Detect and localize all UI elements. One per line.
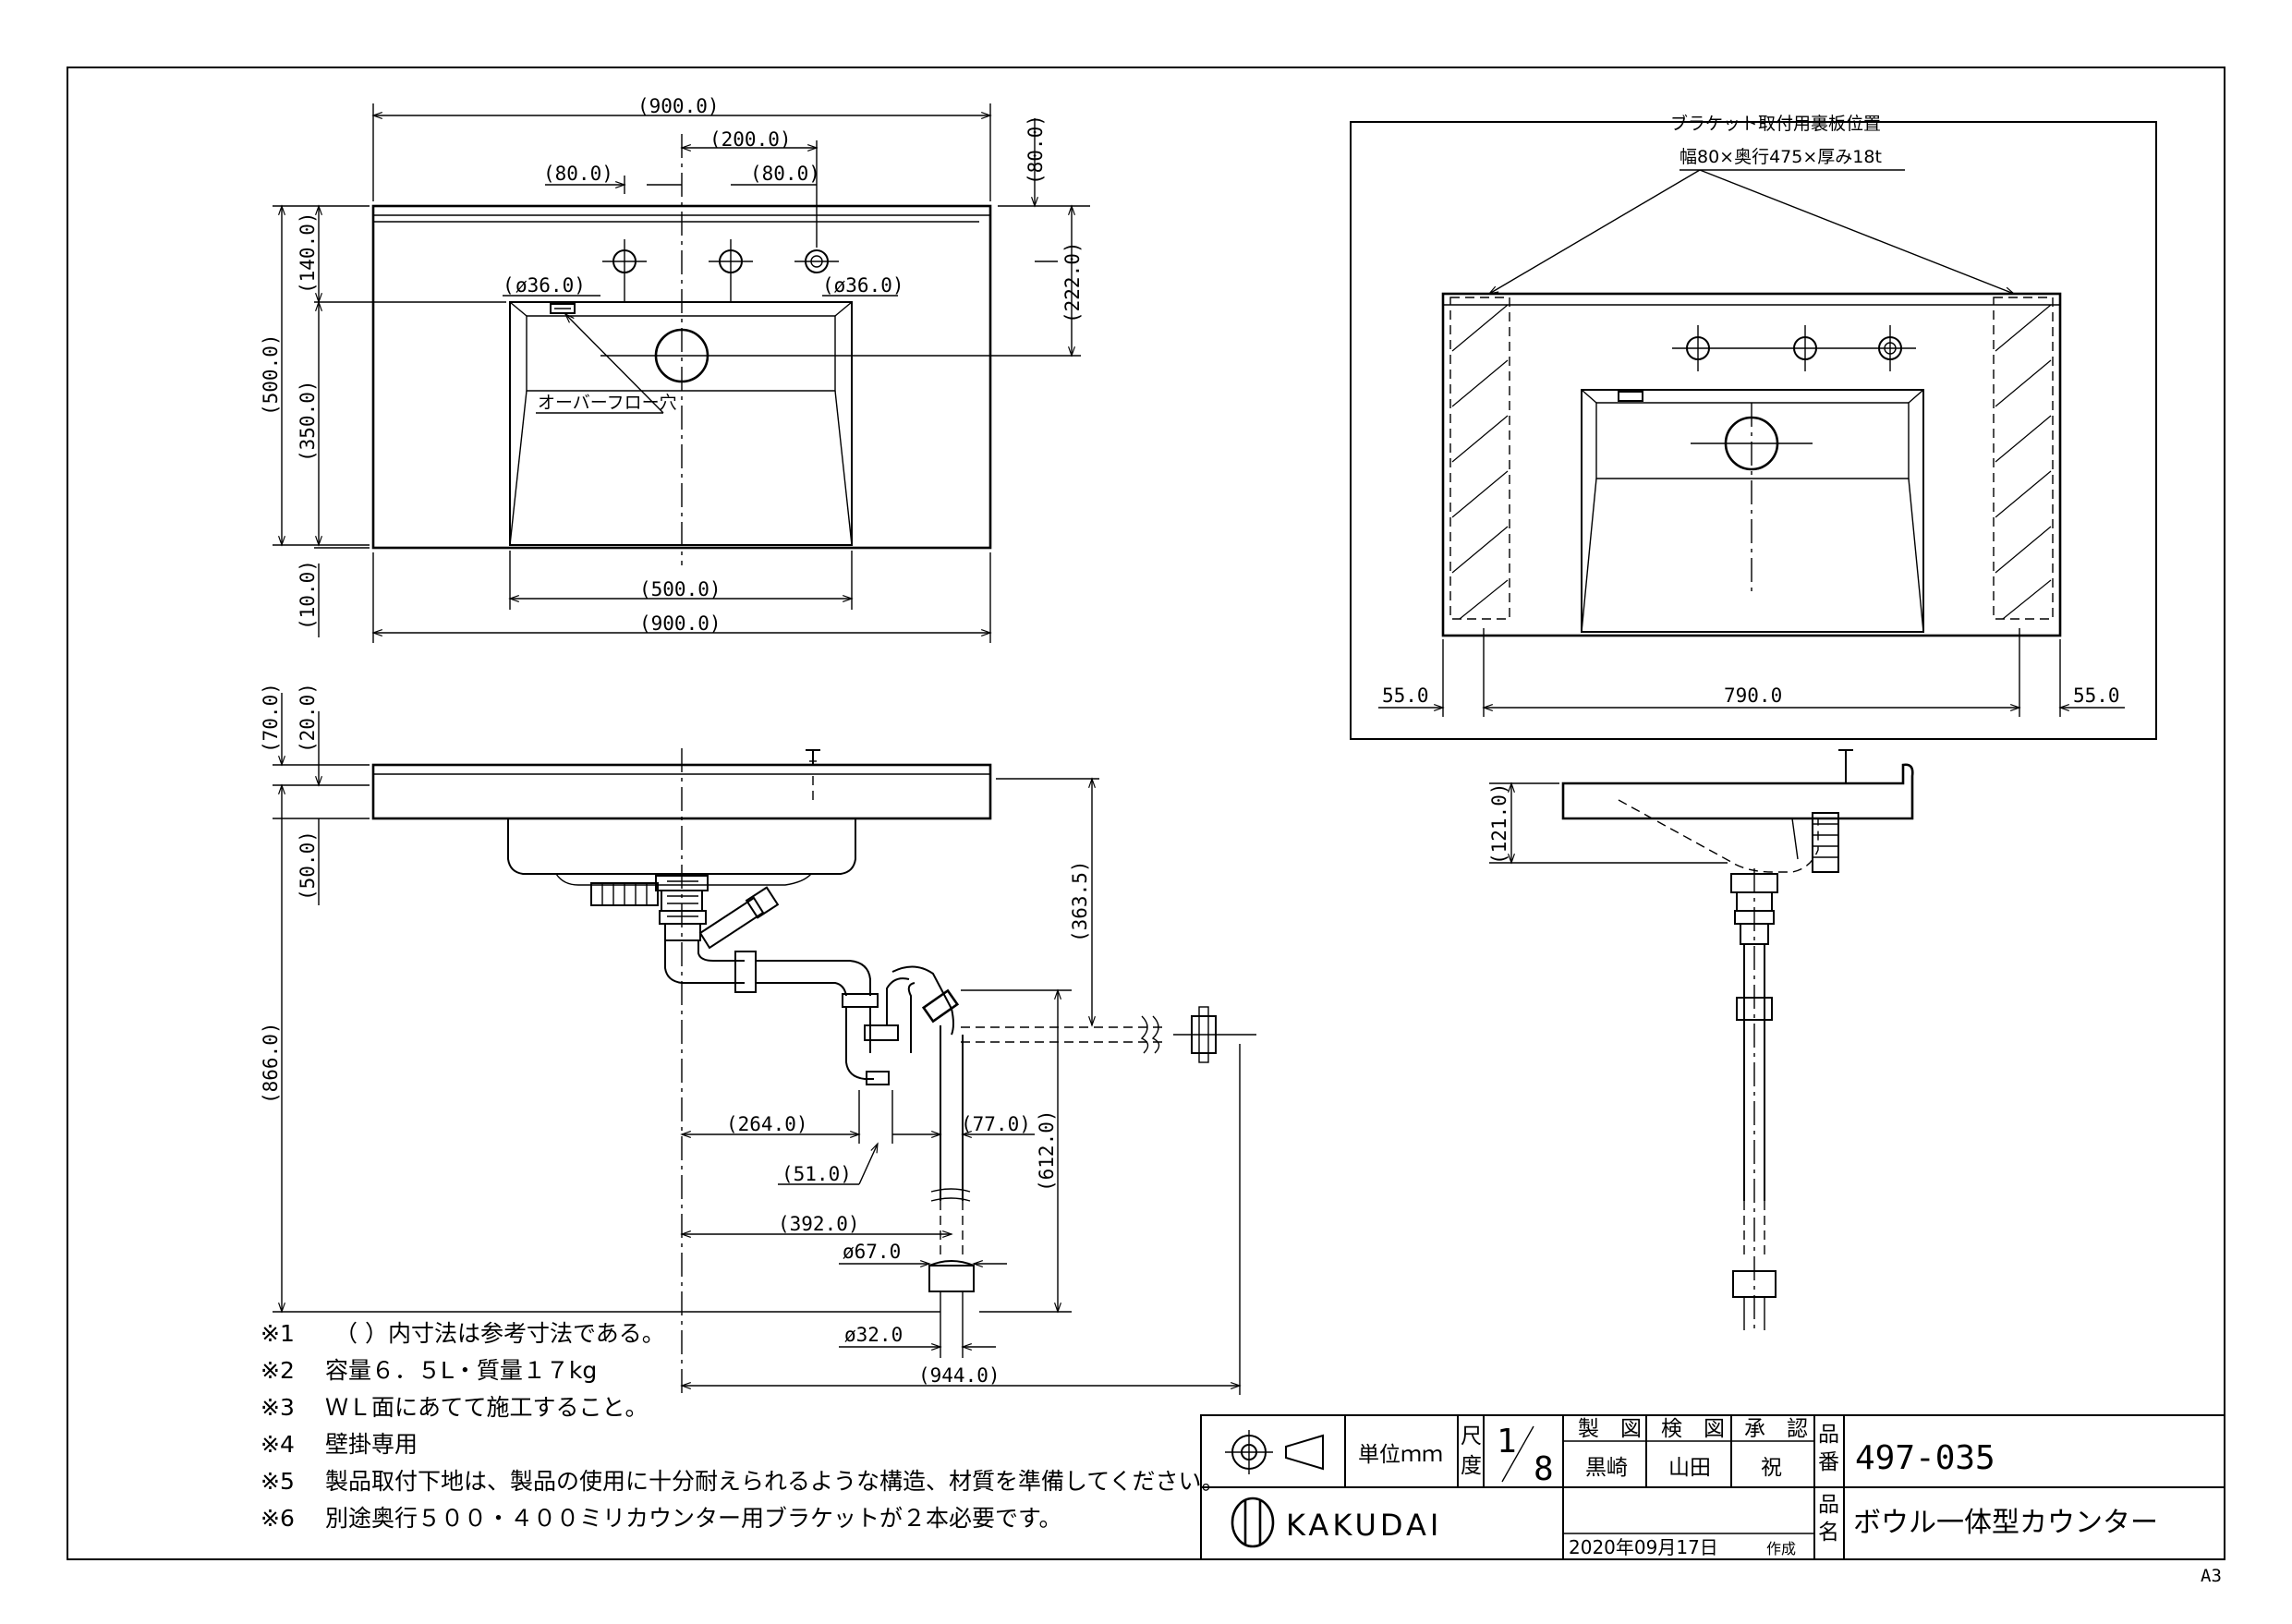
- bracket-board-left: [1449, 297, 1510, 620]
- dim-866: (866.0): [260, 1022, 282, 1104]
- note-4-mark: ※4: [261, 1431, 295, 1458]
- date-suffix: 作成: [1766, 1540, 1796, 1557]
- dim-top-900: (900.0): [637, 95, 720, 117]
- counter-side-right: [1561, 763, 1914, 820]
- note-5-text: 製品取付下地は、製品の使用に十分耐えられるような構造、材質を準備してください。: [325, 1468, 1225, 1495]
- scale-label-1: 尺: [1461, 1424, 1482, 1448]
- bowl-outline: [509, 301, 853, 546]
- approved-label: 承 認: [1744, 1417, 1808, 1441]
- paper-size: A3: [2201, 1566, 2222, 1586]
- bracket-board-right: [1993, 297, 2054, 620]
- kakudai-logo: KAKUDAI: [1231, 1497, 1442, 1548]
- note-2-mark: ※2: [261, 1357, 295, 1384]
- bracket-view: ブラケット取付用裏板位置 幅80×奥行475×厚み18t: [1350, 113, 2157, 740]
- dim-80-right: (80.0): [750, 163, 820, 185]
- dim-70: (70.0): [260, 683, 282, 753]
- note-3-mark: ※3: [261, 1394, 295, 1421]
- name-label-2: 名: [1818, 1521, 1839, 1545]
- dim-612: (612.0): [1036, 1109, 1058, 1192]
- overflow-label: オーバーフロー穴: [538, 393, 677, 413]
- dim-77: (77.0): [961, 1113, 1031, 1135]
- top-view: (900.0) (200.0) (80.0) (80.0) (80.0) (22…: [260, 95, 1090, 643]
- part-no-label-1: 品: [1818, 1423, 1839, 1447]
- dim-140: (140.0): [297, 212, 319, 294]
- drawn-by: 黒崎: [1585, 1456, 1628, 1480]
- note-6-text: 別途奥行５００・４００ミリカウンター用ブラケットが２本必要です。: [325, 1505, 1062, 1532]
- notes: ※1 （ ）内寸法は参考寸法である。 ※2 容量６．５L・質量１７kg ※3 Ｗ…: [261, 1320, 1225, 1532]
- right-side-view: (121.0): [1488, 749, 1914, 1330]
- dim-222: (222.0): [1061, 241, 1084, 323]
- unit-label: 単位ｍｍ: [1358, 1443, 1443, 1467]
- note-6-mark: ※6: [261, 1505, 295, 1532]
- dim-350: (350.0): [297, 380, 319, 462]
- dim-264: (264.0): [726, 1113, 808, 1135]
- brand-name: KAKUDAI: [1286, 1508, 1442, 1543]
- dim-392: (392.0): [778, 1213, 860, 1235]
- scale-num: 1: [1497, 1423, 1517, 1460]
- scale-label-2: 度: [1461, 1454, 1482, 1478]
- dim-900-bottom: (900.0): [639, 612, 722, 635]
- bracket-dim-left: 55.0: [1382, 685, 1429, 707]
- dim-67: ø67.0: [843, 1241, 901, 1263]
- dim-500-depth: (500.0): [260, 333, 282, 416]
- side-view: (866.0) (70.0) (20.0) (50.0) (363.5) (61…: [260, 683, 1256, 1395]
- dim-50: (50.0): [297, 830, 319, 901]
- checked-label: 検 図: [1661, 1417, 1725, 1441]
- checked-by: 山田: [1668, 1456, 1711, 1480]
- note-5-mark: ※5: [261, 1468, 295, 1495]
- dim-hole-left: ø36.0): [515, 274, 586, 297]
- approved-by: 祝: [1761, 1456, 1782, 1480]
- bracket-frame: [1350, 121, 2157, 740]
- dim-944: (944.0): [918, 1364, 1000, 1387]
- note-2-text: 容量６．５L・質量１７kg: [325, 1357, 597, 1384]
- drawing-border: [67, 67, 2225, 1560]
- part-no-label-2: 番: [1818, 1450, 1839, 1474]
- bracket-dim-right: 55.0: [2073, 685, 2120, 707]
- bracket-spec: 幅80×奥行475×厚み18t: [1680, 147, 1882, 167]
- product-name: ボウル一体型カウンター: [1853, 1507, 2158, 1539]
- dim-hole-right: (ø36.0): [822, 274, 904, 297]
- note-3-text: ＷＬ面にあてて施工すること。: [325, 1394, 649, 1421]
- note-1-text: （ ）内寸法は参考寸法である。: [334, 1320, 665, 1347]
- projection-symbol-icon: [1225, 1430, 1324, 1474]
- drawn-label: 製 図: [1578, 1417, 1642, 1441]
- dim-500-bowl: (500.0): [639, 578, 722, 600]
- dim-200: (200.0): [709, 128, 792, 151]
- dim-80-back: (80.0): [1025, 115, 1047, 185]
- dim-10: (10.0): [297, 560, 319, 630]
- note-4-text: 壁掛専用: [325, 1431, 418, 1458]
- part-no: 497-035: [1855, 1439, 1995, 1477]
- date: 2020年09月17日: [1569, 1536, 1718, 1558]
- right-dim-121: (121.0): [1488, 782, 1510, 865]
- dim-80-left: (80.0): [543, 163, 613, 185]
- note-1-mark: ※1: [261, 1320, 295, 1347]
- dim-hole-left-paren: (: [503, 274, 515, 297]
- dim-20: (20.0): [297, 683, 319, 753]
- name-label-1: 品: [1818, 1493, 1839, 1517]
- dim-51: (51.0): [782, 1163, 852, 1185]
- counter-outline-small: [1441, 292, 2062, 637]
- title-block: 単位ｍｍ 尺 度 1 8 製 図 検 図 承 認 黒崎 山田 祝 品 番 497…: [1200, 1414, 2225, 1560]
- dim-32: ø32.0: [844, 1324, 903, 1346]
- bracket-title: ブラケット取付用裏板位置: [1670, 113, 1881, 134]
- scale-den: 8: [1534, 1450, 1554, 1488]
- overflow-hole: [550, 303, 576, 314]
- bracket-dim-center: 790.0: [1724, 685, 1782, 707]
- dim-363-5: (363.5): [1069, 860, 1091, 942]
